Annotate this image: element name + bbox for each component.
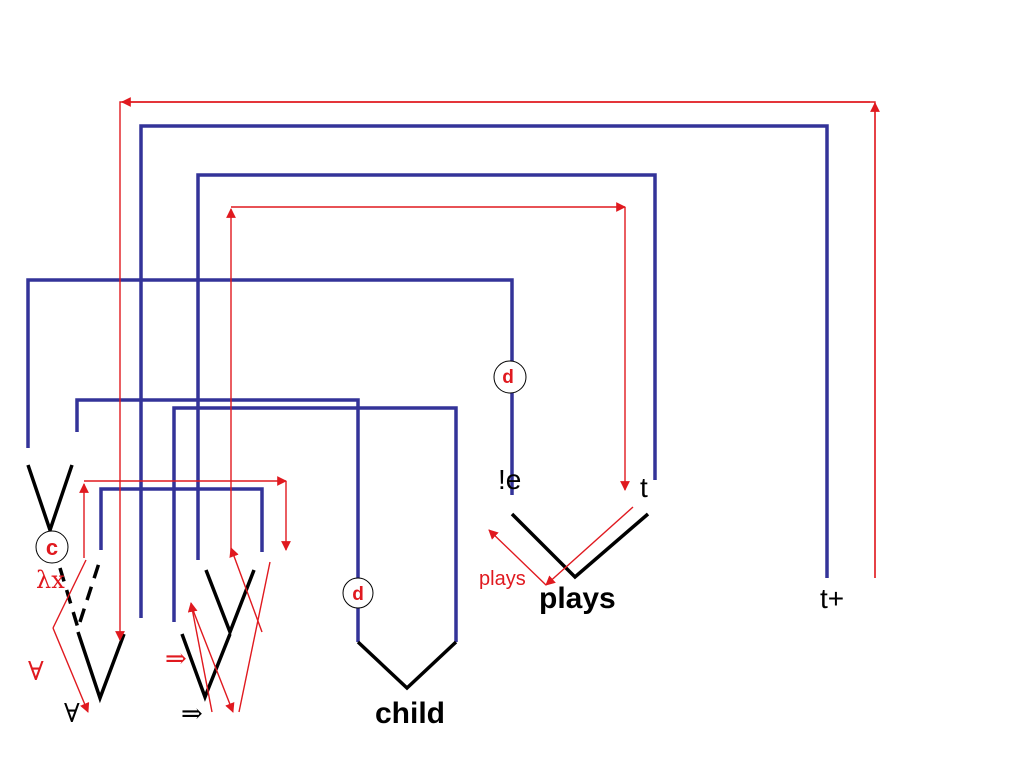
plays-label: plays (539, 582, 616, 615)
blue-links (26, 124, 829, 642)
child-link (356, 640, 458, 691)
plays-red-label: plays (479, 568, 526, 590)
forall-black-label: ∀ (64, 699, 80, 729)
red-path-plays-to-e (488, 529, 547, 586)
cut-link (26, 464, 74, 536)
red-path-t-to-plays (545, 506, 634, 586)
marker-c-label: c (46, 535, 58, 560)
blue-link-second (196, 173, 657, 560)
red-path (52, 97, 880, 713)
t-label: t (640, 472, 648, 503)
blue-link-outer (139, 124, 829, 618)
implies-lower-link (180, 633, 232, 702)
blue-link-left-tall (26, 278, 514, 495)
marker-d-left: d (342, 577, 374, 609)
implies-black-label: ⇒ (181, 699, 203, 729)
plays-link (510, 512, 650, 580)
implies-red-label: ⇒ (165, 644, 187, 674)
blue-link-child-left (75, 398, 360, 642)
implies-upper-link (204, 569, 256, 637)
blue-link-child-right (172, 406, 458, 642)
red-path-implies-c (229, 547, 263, 633)
marker-c: c (35, 530, 69, 564)
lambda-x-label: λx (36, 566, 65, 594)
marker-d-right-label: d (502, 367, 514, 388)
marker-d-right: d (493, 360, 527, 394)
black-tree-links (26, 464, 650, 704)
lambda-dashed-link (58, 559, 102, 634)
bang-e-label: !e (498, 464, 521, 495)
red-path-implies-b (238, 561, 271, 713)
red-path-forall-diag (52, 627, 90, 713)
marker-d-left-label: d (352, 584, 364, 605)
red-path-lambda-diag (52, 559, 87, 629)
t-plus-label: t+ (820, 583, 844, 614)
forall-link (76, 631, 126, 704)
labels: λx ∀ ∀ ⇒ ⇒ child plays plays !e t t+ (28, 464, 844, 730)
forall-red-label: ∀ (28, 657, 44, 687)
child-label: child (375, 697, 445, 730)
red-path-implies-d (187, 602, 213, 713)
red-path-implies-a (190, 604, 235, 713)
blue-link-inner (99, 487, 264, 552)
